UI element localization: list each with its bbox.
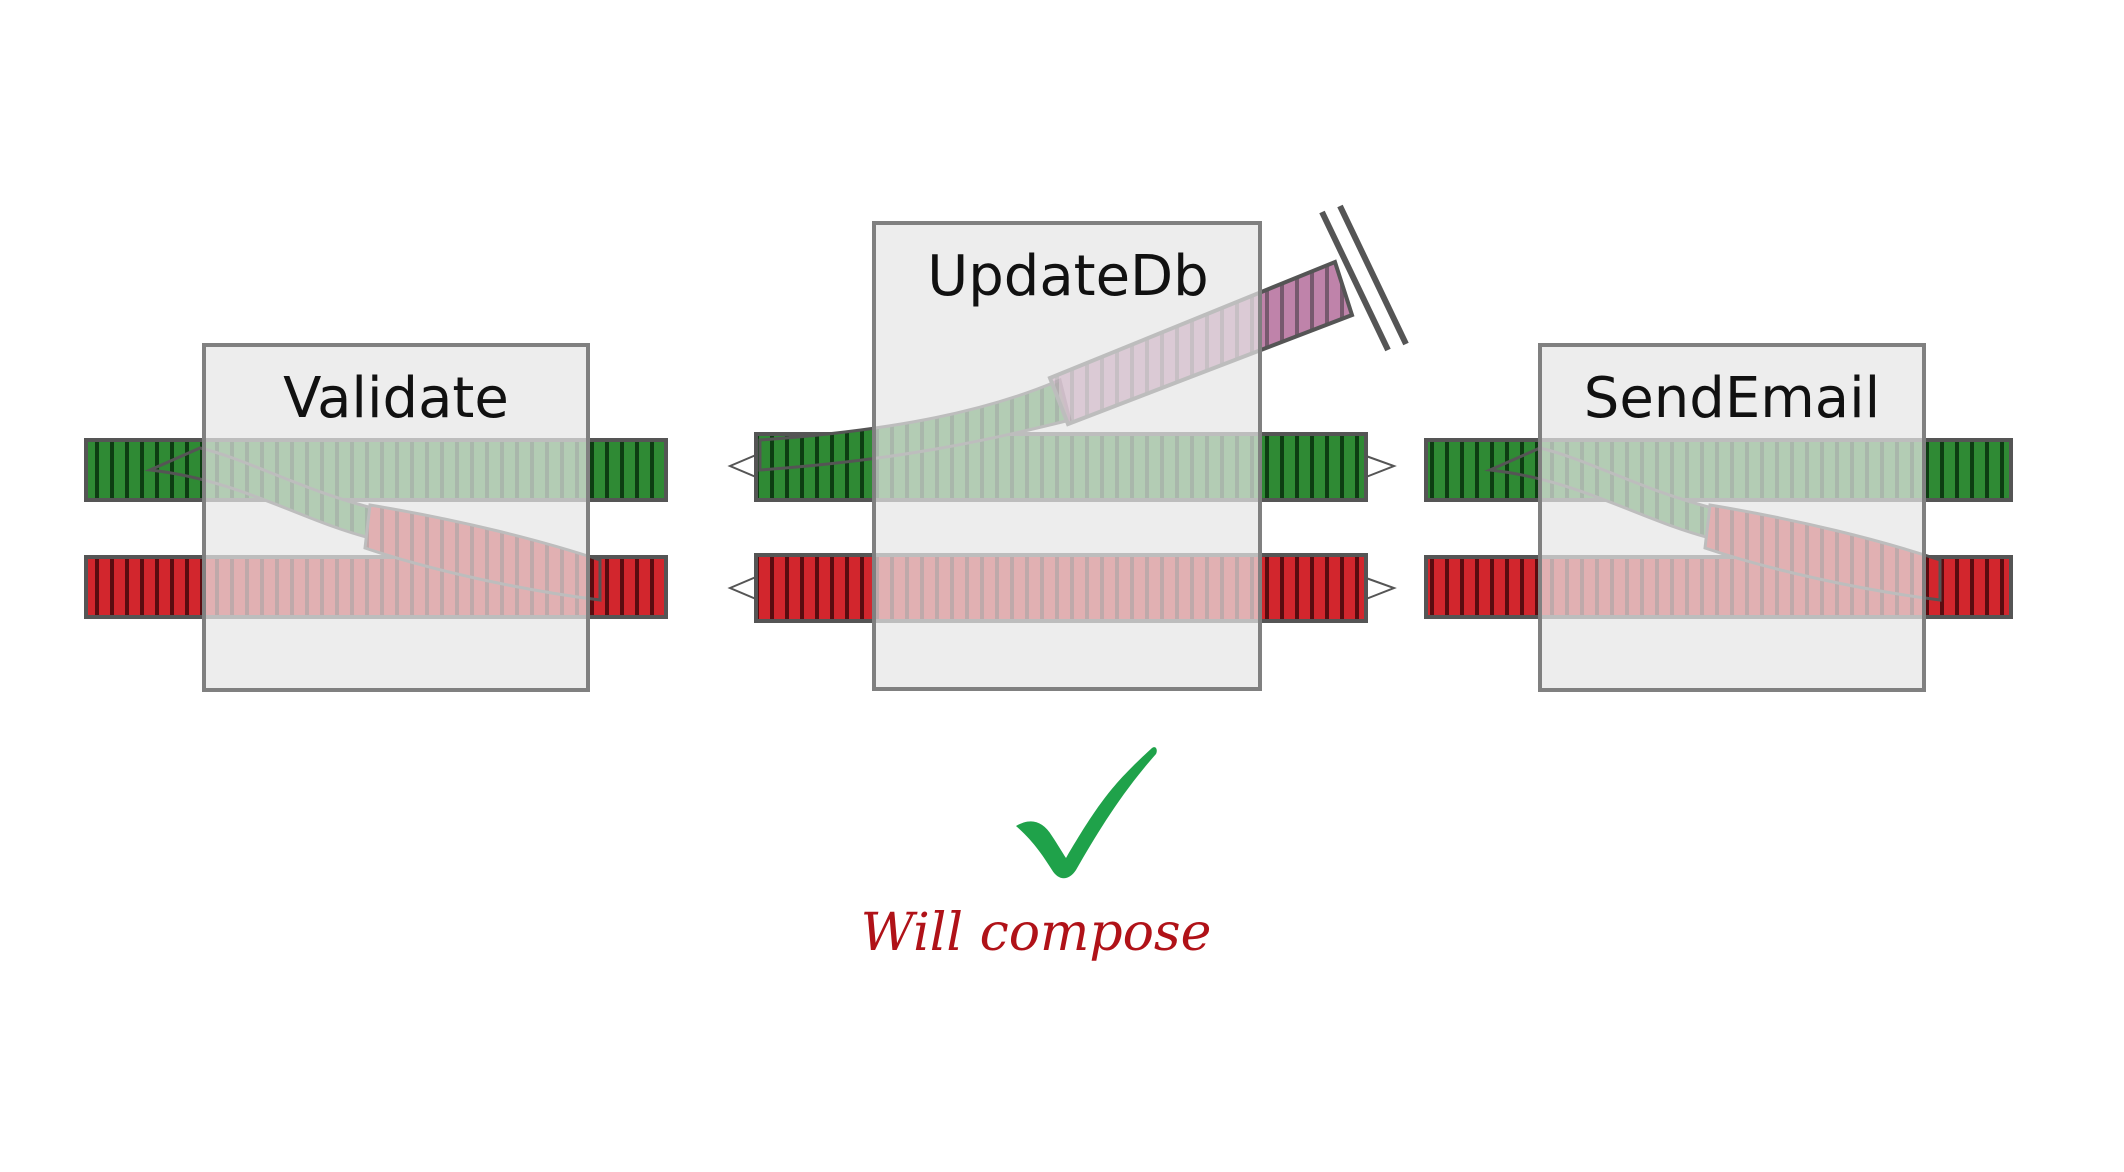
updatedb-block: UpdateDb [727,204,1409,691]
updatedb-label: UpdateDb [927,244,1208,309]
sendemail-block: SendEmail [1424,343,2013,692]
buffer-stop-icon [1319,204,1409,352]
updatedb-output-failure-arrow [1365,577,1397,600]
updatedb-output-success-arrow [1365,455,1397,478]
updatedb-input-failure-arrow [727,575,757,601]
sendemail-box [1538,343,1926,692]
checkmark-icon [1016,747,1157,879]
updatedb-box [872,221,1262,691]
will-compose-caption: Will compose [861,903,1212,963]
updatedb-input-success-arrow [727,453,757,479]
validate-box [202,343,590,692]
sendemail-label: SendEmail [1584,366,1880,431]
validate-label: Validate [283,366,509,431]
validate-block: Validate [84,343,668,692]
